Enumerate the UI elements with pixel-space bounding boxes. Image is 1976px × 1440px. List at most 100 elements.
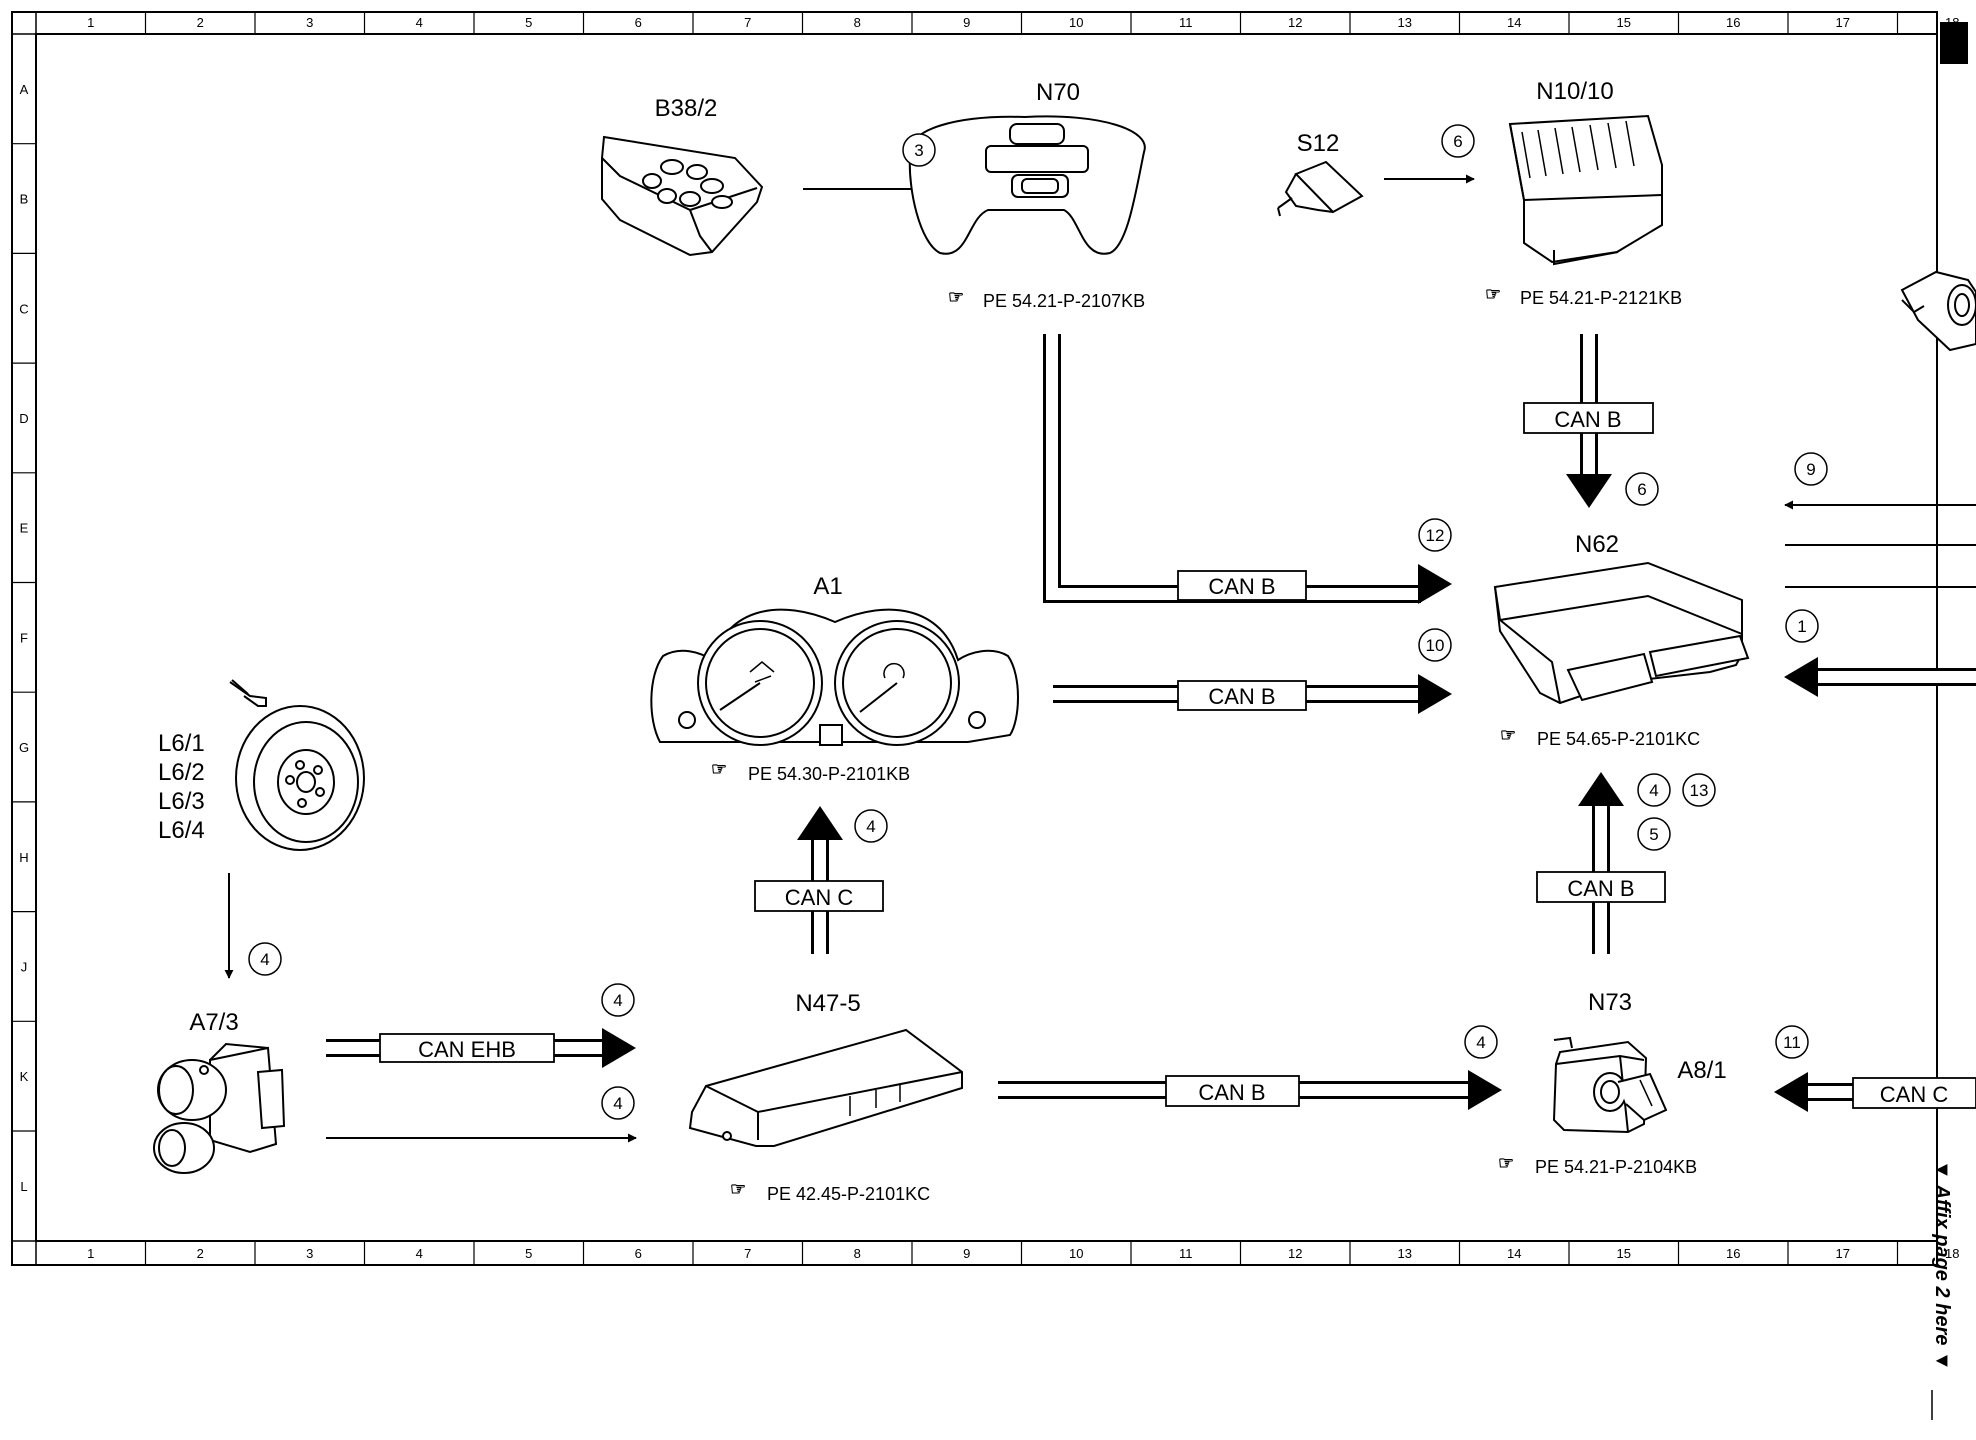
column-label: 3 — [306, 15, 313, 30]
column-label: 10 — [1069, 1246, 1083, 1261]
column-label: 18 — [1945, 15, 1959, 30]
column-grid: 1122334455667788991010111112121313141415… — [87, 12, 1959, 1265]
svg-text:10: 10 — [1426, 636, 1445, 655]
marker-n47-n73: 4 — [1464, 1025, 1498, 1059]
column-label: 13 — [1398, 15, 1412, 30]
arrowhead — [602, 1028, 636, 1068]
column-label: 12 — [1288, 15, 1302, 30]
bus-label-n73-n62: CAN B — [1567, 876, 1634, 901]
svg-text:3: 3 — [914, 141, 923, 160]
svg-text:4: 4 — [866, 817, 875, 836]
marker-s12-n10: 6 — [1441, 124, 1475, 158]
pointer-hand-icon: ☞ — [948, 287, 964, 307]
l6-labels: L6/1 L6/2 L6/3 L6/4 — [158, 730, 205, 844]
column-label: 2 — [197, 1246, 204, 1261]
row-label: G — [19, 740, 29, 755]
arrowhead — [1468, 1070, 1502, 1110]
bus-label-n47-a1: CAN C — [785, 885, 854, 910]
row-label: C — [19, 301, 28, 316]
l6-label-4: L6/4 — [158, 817, 205, 844]
column-label: 4 — [416, 1246, 423, 1261]
pointer-hand-icon: ☞ — [1485, 284, 1501, 304]
row-label: H — [19, 850, 28, 865]
bus-label-boxes — [379, 402, 1976, 1109]
svg-text:4: 4 — [1476, 1033, 1485, 1052]
column-label: 15 — [1617, 1246, 1631, 1261]
l6-label-3: L6/3 — [158, 788, 205, 815]
corner-block — [1940, 22, 1968, 64]
bus-arrowheads — [602, 474, 1818, 1112]
n73-ref-text: PE 54.21-P-2104KB — [1535, 1157, 1697, 1177]
marker-n47-a1: 4 — [854, 809, 888, 843]
column-label: 6 — [635, 15, 642, 30]
column-label: 1 — [87, 15, 94, 30]
row-label: F — [20, 630, 28, 645]
column-label: 12 — [1288, 1246, 1302, 1261]
arrowhead — [1578, 772, 1624, 806]
n73-ignition-switch — [1552, 1036, 1668, 1134]
marker-n73-n62-c: 5 — [1637, 817, 1671, 851]
a8-1-label: A8/1 — [1677, 1057, 1726, 1084]
svg-text:13: 13 — [1690, 781, 1709, 800]
row-label: D — [19, 411, 28, 426]
column-label: 14 — [1507, 15, 1521, 30]
column-label: 8 — [854, 15, 861, 30]
n70-ref-text: PE 54.21-P-2107KB — [983, 291, 1145, 311]
svg-text:11: 11 — [1783, 1033, 1801, 1052]
marker-n73-n62-a: 4 — [1637, 773, 1671, 807]
svg-text:6: 6 — [1637, 480, 1646, 499]
n70-label: N70 — [1036, 79, 1080, 106]
row-label: L — [20, 1179, 27, 1194]
marker-right-f: 1 — [1785, 609, 1819, 643]
pointer-hand-icon: ☞ — [1498, 1153, 1514, 1173]
pointer-hand-icon: ☞ — [1500, 725, 1516, 745]
arrowhead — [1566, 474, 1612, 508]
column-label: 7 — [744, 1246, 751, 1261]
column-label: 2 — [197, 15, 204, 30]
marker-b38-n70: 3 — [902, 133, 936, 167]
s12-switch — [1277, 160, 1364, 217]
column-label: 11 — [1179, 15, 1193, 30]
column-label: 16 — [1726, 15, 1740, 30]
svg-text:12: 12 — [1426, 526, 1445, 545]
a1-label: A1 — [813, 573, 842, 600]
pointer-hand-icon: ☞ — [711, 759, 727, 779]
n62-control-unit — [1493, 561, 1750, 705]
n62-reference: ☞ PE 54.65-P-2101KC — [1500, 725, 1700, 749]
n10-10-ref-text: PE 54.21-P-2121KB — [1520, 288, 1682, 308]
row-label: K — [20, 1069, 29, 1084]
svg-text:4: 4 — [1649, 781, 1658, 800]
row-label: E — [20, 521, 29, 536]
n47-5-reference: ☞ PE 42.45-P-2101KC — [730, 1179, 930, 1204]
n47-5-label: N47-5 — [795, 990, 860, 1017]
svg-text:6: 6 — [1453, 132, 1462, 151]
arrowhead — [1774, 1072, 1808, 1112]
a1-ref-text: PE 54.30-P-2101KB — [748, 764, 910, 784]
bus-label-n10-n62: CAN B — [1554, 407, 1621, 432]
bus-labels: CAN B CAN B CAN B CAN C CAN B CAN EHB CA… — [418, 407, 1948, 1107]
marker-right-n73: 11 — [1775, 1025, 1809, 1059]
svg-text:9: 9 — [1806, 460, 1815, 479]
signal-markers: 3 6 6 9 12 10 1 4 13 5 4 4 4 4 4 11 — [248, 124, 1828, 1120]
n47-5-module — [688, 1028, 963, 1147]
n10-10-label: N10/10 — [1536, 78, 1613, 105]
column-label: 6 — [635, 1246, 642, 1261]
column-label: 14 — [1507, 1246, 1521, 1261]
a1-instrument-cluster — [650, 608, 1019, 746]
column-label: 1 — [87, 1246, 94, 1261]
column-label: 15 — [1617, 15, 1631, 30]
svg-text:1: 1 — [1797, 617, 1806, 636]
n47-5-ref-text: PE 42.45-P-2101KC — [767, 1184, 930, 1204]
column-label: 3 — [306, 1246, 313, 1261]
marker-n70-n62: 12 — [1418, 518, 1452, 552]
s12-label: S12 — [1297, 130, 1340, 157]
row-label: A — [20, 82, 29, 97]
column-label: 9 — [963, 15, 970, 30]
column-label: 8 — [854, 1246, 861, 1261]
side-note: ▼ Affix page 2 here ▼ — [1931, 1160, 1953, 1371]
row-label: J — [21, 959, 28, 974]
row-label: B — [20, 192, 29, 207]
bus-label-right-n73: CAN C — [1880, 1082, 1949, 1107]
column-label: 11 — [1179, 1246, 1193, 1261]
